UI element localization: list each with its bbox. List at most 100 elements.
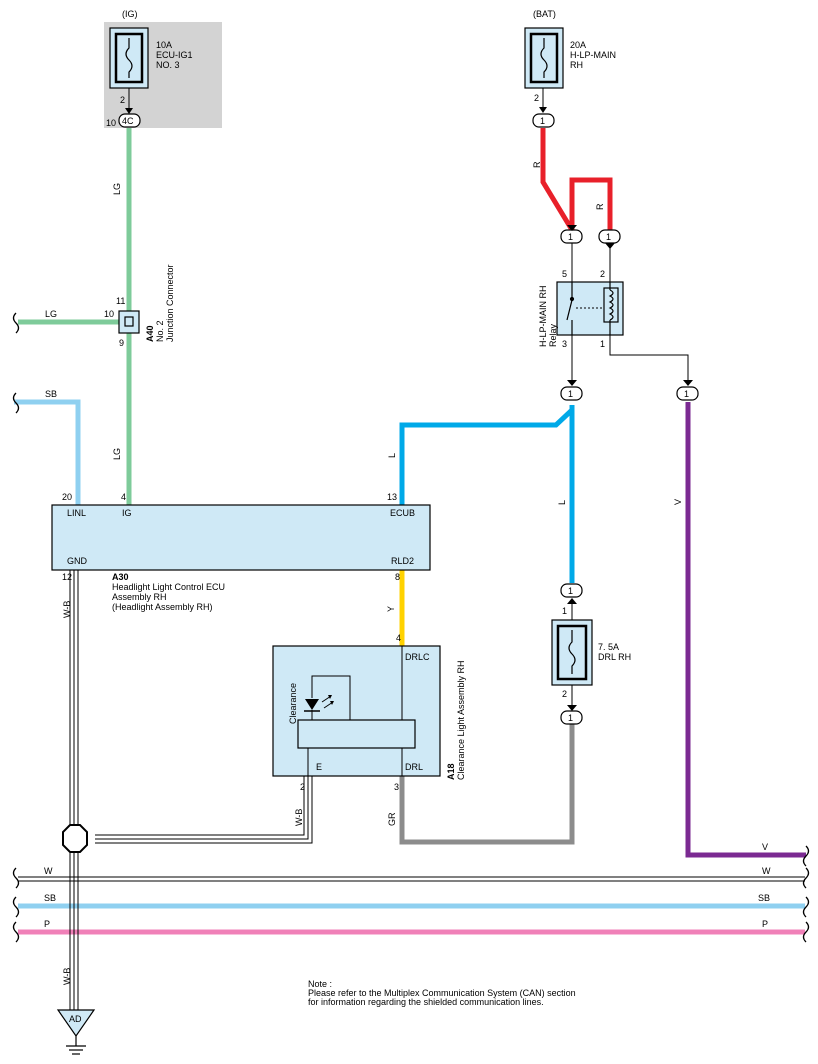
clearance-inner-label: Clearance [288,683,298,724]
junction-connector-a40 [118,310,140,334]
note-line2: Please refer to the Multiplex Communicat… [308,988,576,998]
ig-label: (IG) [122,9,138,19]
relay-conn-v-label: 1 [684,389,689,399]
bat-fuse-line2: H-LP-MAIN [570,50,616,60]
clearance-pin-drlc: 4 [396,633,401,643]
relay-coil-icon [603,282,619,335]
clearance-label-drlc: DRLC [405,652,430,662]
ecu-label-linl: LINL [67,508,86,518]
bat-fuse-line1: 20A [570,40,586,50]
shield-junction [62,824,88,853]
ig-fuse-line1: 10A [156,40,172,50]
relay-pin-2: 2 [600,269,605,279]
bus-break-marks [12,312,810,943]
ground-label: AD [69,1014,82,1024]
drl-fuse-line1: 7. 5A [598,642,619,652]
relay-pin5-arrow-icon [567,225,577,231]
y-label: Y [386,606,396,612]
gr-wire [399,724,575,845]
drl-bottom-arrow-icon [567,705,577,711]
ecu-code: A30 [112,572,129,582]
r-right-label: R [595,203,605,210]
ig-conn-left: 10 [106,118,116,128]
l-top-label: L [387,453,397,458]
relay-pin-1: 1 [600,339,605,349]
wb-ground-wires [69,570,313,1010]
lg-bottom-label: LG [112,448,122,460]
ig-fuse-body [114,32,144,84]
bus-w-right: W [762,866,771,876]
junction-connector-symbol-icon [124,316,134,327]
ig-connector [118,113,141,128]
bat-fuse-body [529,32,559,84]
drl-conn-bottom-label: 1 [568,713,573,723]
ecu-label-ig: IG [122,508,132,518]
ecu-label-ecub: ECUB [390,508,415,518]
bat-conn-label: 1 [540,116,545,126]
relay-name-line2: Relay [548,323,558,347]
drl-fuse-symbol-icon [568,630,576,674]
ecu-label-rld2: RLD2 [391,556,414,566]
lg-left-label: LG [45,309,57,319]
drl-pin-bottom: 2 [562,689,567,699]
ig-fuse-line3: NO. 3 [156,60,180,70]
junction-pin-bottom: 9 [119,338,124,348]
clearance-pin-e: 2 [300,782,305,792]
bus-w-left: W [44,866,53,876]
sb-wire-left [14,399,81,505]
junction-code: A40 [145,325,155,342]
drl-conn-bottom [560,710,583,725]
bat-fuse-line3: RH [570,60,583,70]
relay-pin3-arrow-icon [567,380,577,386]
r-wire-right [569,177,613,230]
drl-fuse-body [556,624,588,681]
wb-bottom-label: W-B [62,968,72,985]
drl-top-arrow-icon [567,598,577,604]
ecu-pin-gnd: 12 [62,572,72,582]
clearance-pin-drl: 3 [394,782,399,792]
ecu-pin-rld2: 8 [395,572,400,582]
relay-conn-top-left-label: 1 [568,232,573,242]
led-icon [304,695,334,712]
v-label: V [673,499,683,505]
bat-pin: 2 [534,93,539,103]
gr-label: GR [387,812,397,826]
clearance-code: A18 [446,763,456,780]
relay-conn-top-right-label: 1 [606,232,611,242]
bus-p-right: P [762,919,768,929]
bat-connector [532,113,555,128]
ig-pin: 2 [120,95,125,105]
ig-fuse-symbol-icon [125,38,133,78]
bus-sb-right: SB [758,893,770,903]
ig-pin-arrow-icon [125,108,133,114]
junction-name-line1: No. 2 [155,320,165,342]
note-line3: for information regarding the shielded c… [308,997,544,1007]
ecu-name-line1: Headlight Light Control ECU [112,582,225,592]
clearance-label-drl: DRL [405,762,423,772]
junction-pin-top: 11 [116,296,125,306]
clearance-name: Clearance Light Assembly RH [456,660,466,780]
clearance-light-assembly [272,645,441,777]
bat-label: (BAT) [533,9,556,19]
r-left-label: R [532,161,542,168]
ecu-name-line2: Assembly RH [112,592,167,602]
ecu-label-gnd: GND [67,556,88,566]
relay-switch-icon [566,282,575,335]
note-line1: Note : [308,979,332,989]
relay-conn-v [676,386,699,401]
relay-name-line1: H-LP-MAIN RH [538,285,548,347]
junction-pin-left: 10 [104,309,114,319]
drl-conn-top [560,583,583,598]
relay-conn-bottom [560,386,583,401]
v-end-label: V [762,842,768,852]
r-wire-left [540,128,575,232]
relay-pin-5: 5 [562,269,567,279]
ig-conn-label: 4C [122,116,134,126]
drl-fuse-line2: DRL RH [598,652,631,662]
drl-conn-top-label: 1 [568,586,573,596]
v-wire [685,402,806,858]
wb-left-label: W-B [62,601,72,618]
ecu-name-line3: (Headlight Assembly RH) [112,602,213,612]
relay-pin1-arrow-icon [683,380,693,386]
